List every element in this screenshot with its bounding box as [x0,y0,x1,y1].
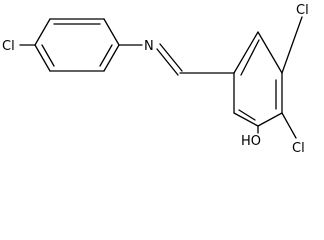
bond [233,112,259,127]
double-bond [238,109,256,121]
hydroxyl-group: HO [241,134,261,149]
double-bond [41,44,55,67]
imine-double-bond [156,48,179,76]
bond [34,18,51,46]
bond [103,44,120,72]
bond [257,112,283,127]
chlorine-atom-top: Cl [296,3,309,18]
bond [34,44,51,72]
bond [257,31,283,74]
imine-double-bond [159,43,183,72]
chlorine-atom-para: Cl [2,39,15,54]
chemical-structure-diagram: Cl N Cl Cl HO [2,3,309,156]
bond-c-cl-right [281,112,297,139]
phenol-ring [233,31,283,127]
chlorine-atom-right: Cl [292,141,305,156]
bond [233,31,259,74]
bond [103,18,120,46]
nitrogen-atom: N [144,39,154,54]
double-bond [240,39,260,76]
bond-c-cl-top [281,16,303,74]
double-bond [99,44,113,67]
chlorophenyl-ring [34,18,120,72]
